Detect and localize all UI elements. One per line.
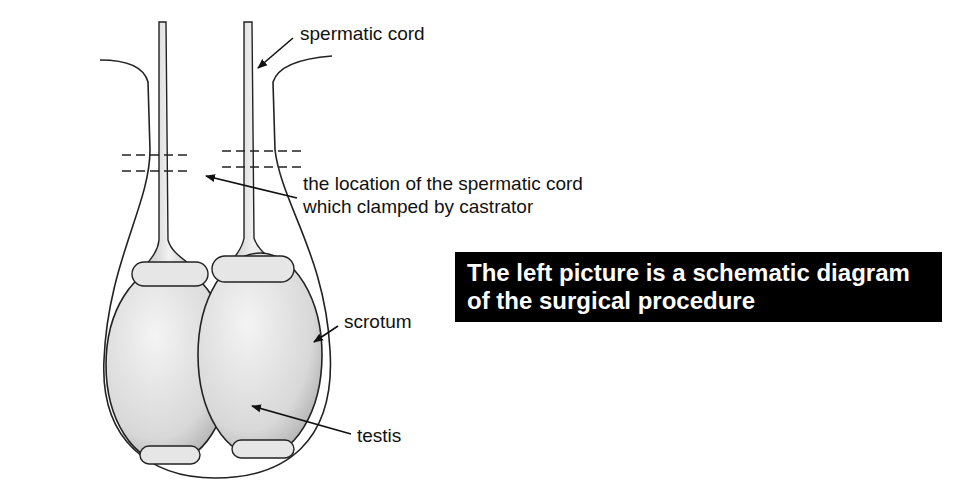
testis-right xyxy=(198,253,322,457)
epididymis-head xyxy=(132,262,208,286)
epididymis-head xyxy=(212,256,294,282)
part-label: spermatic cord xyxy=(300,22,500,45)
part-label: testis xyxy=(357,424,457,447)
caption-box: The left picture is a schematic diagram … xyxy=(455,252,942,322)
epididymis-tail xyxy=(232,440,294,458)
spermatic-cord-left xyxy=(140,22,198,272)
clamp-lines xyxy=(122,151,302,171)
spermatic-cord-right xyxy=(222,22,286,272)
part-label: scrotum xyxy=(344,310,464,333)
scrotum-outline xyxy=(100,56,332,478)
leader-lines xyxy=(206,38,351,434)
epididymis-tail xyxy=(140,446,200,464)
clamp-location-label: the location of the spermatic cord which… xyxy=(303,172,621,218)
caption-text: The left picture is a schematic diagram … xyxy=(467,259,930,315)
